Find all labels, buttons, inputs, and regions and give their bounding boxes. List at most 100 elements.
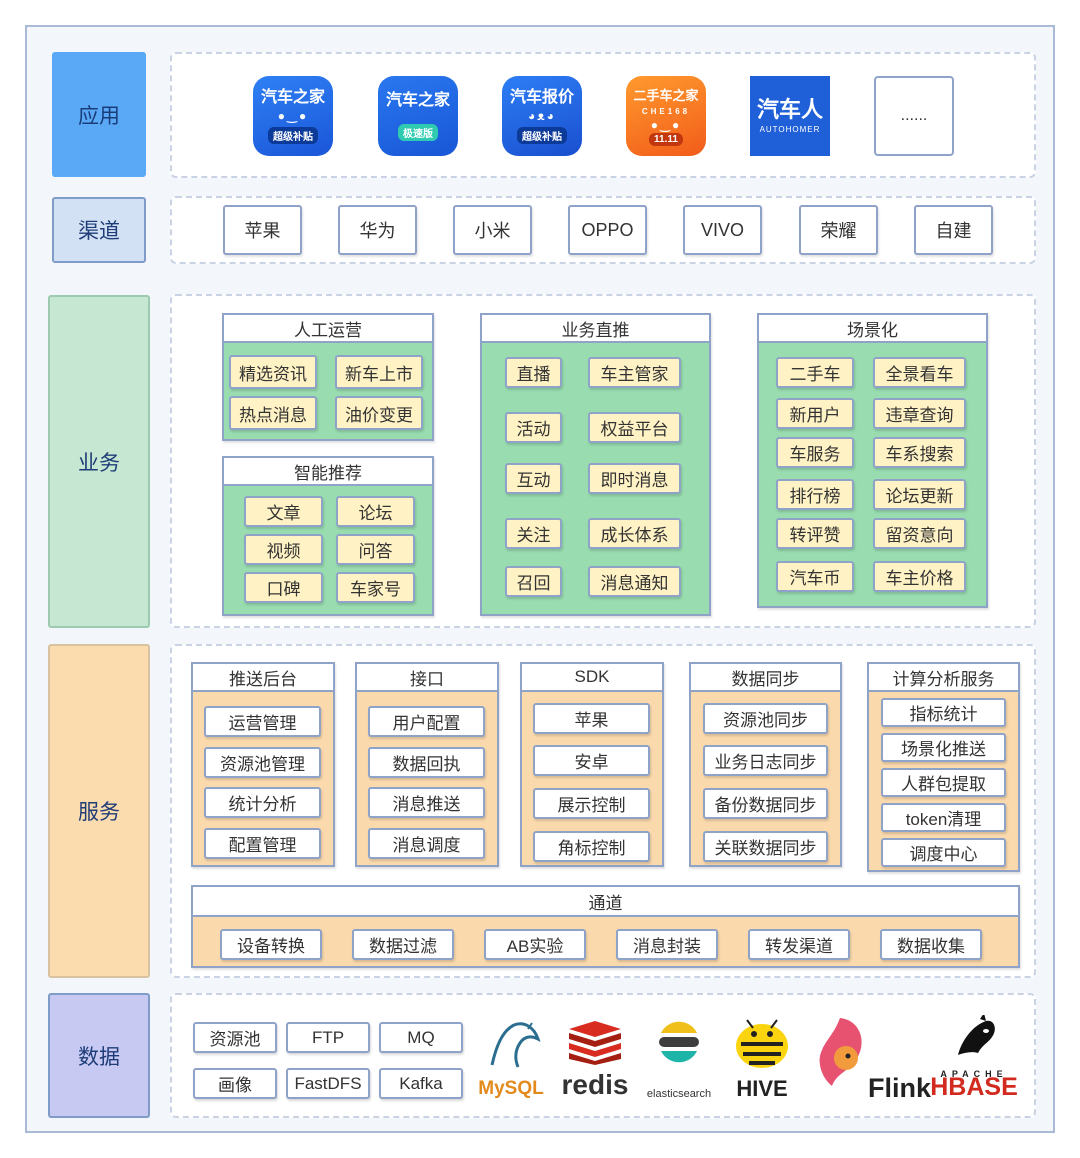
- business-item[interactable]: 新车上市: [335, 355, 423, 389]
- business-item[interactable]: 活动: [505, 412, 562, 443]
- app-badge: 超级补贴: [268, 126, 318, 144]
- service-item[interactable]: 关联数据同步: [703, 831, 828, 862]
- channel-self-built[interactable]: 自建: [914, 205, 993, 255]
- business-item[interactable]: 关注: [505, 518, 562, 549]
- elasticsearch-logo: elasticsearch: [640, 1015, 718, 1100]
- channel-vivo[interactable]: VIVO: [683, 205, 762, 255]
- service-item[interactable]: AB实验: [484, 929, 586, 960]
- data-store[interactable]: 资源池: [193, 1022, 277, 1053]
- channel-xiaomi[interactable]: 小米: [453, 205, 532, 255]
- service-item[interactable]: 场景化推送: [881, 733, 1006, 762]
- hbase-apache-label: APACHE: [940, 1069, 1008, 1079]
- business-item[interactable]: 权益平台: [588, 412, 681, 443]
- service-item[interactable]: 安卓: [533, 745, 650, 776]
- service-item[interactable]: 运营管理: [204, 706, 321, 737]
- car-home-lite-app-icon[interactable]: 汽车之家 极速版: [378, 76, 458, 156]
- data-store[interactable]: FastDFS: [286, 1068, 370, 1099]
- car-home-app-icon[interactable]: 汽车之家 ●‿● 超级补贴: [253, 76, 333, 156]
- service-item[interactable]: 资源池管理: [204, 747, 321, 778]
- service-item[interactable]: token清理: [881, 803, 1006, 832]
- service-item[interactable]: 指标统计: [881, 698, 1006, 727]
- business-item[interactable]: 论坛: [336, 496, 415, 527]
- business-item[interactable]: 全景看车: [873, 357, 966, 388]
- mysql-logo: MySQL: [470, 1015, 552, 1100]
- service-item[interactable]: 统计分析: [204, 787, 321, 818]
- business-item[interactable]: 车系搜索: [873, 437, 966, 468]
- business-item[interactable]: 违章查询: [873, 398, 966, 429]
- data-store[interactable]: Kafka: [379, 1068, 463, 1099]
- more-apps-placeholder: ......: [874, 76, 954, 156]
- business-item[interactable]: 直播: [505, 357, 562, 388]
- business-item[interactable]: 排行榜: [776, 479, 854, 510]
- service-item[interactable]: 设备转换: [220, 929, 322, 960]
- service-item[interactable]: 数据回执: [368, 747, 485, 778]
- service-item[interactable]: 人群包提取: [881, 768, 1006, 797]
- group-title: 场景化: [759, 315, 986, 343]
- flink-logo: Flink: [810, 1012, 931, 1104]
- app-name: 汽车报价: [509, 88, 574, 106]
- service-item[interactable]: 消息封装: [616, 929, 718, 960]
- business-item[interactable]: 汽车币: [776, 561, 854, 592]
- layer-label-business: 业务: [48, 295, 150, 628]
- business-item[interactable]: 论坛更新: [873, 479, 966, 510]
- business-item[interactable]: 召回: [505, 566, 562, 597]
- service-item[interactable]: 消息推送: [368, 787, 485, 818]
- business-item[interactable]: 车服务: [776, 437, 854, 468]
- car-quote-app-icon[interactable]: 汽车报价 ◕ᴥ◕ 超级补贴: [502, 76, 582, 156]
- service-item[interactable]: 消息调度: [368, 828, 485, 859]
- service-item[interactable]: 苹果: [533, 703, 650, 734]
- business-item[interactable]: 新用户: [776, 398, 854, 429]
- orca-icon: [958, 1015, 995, 1055]
- channel-honor[interactable]: 荣耀: [799, 205, 878, 255]
- hive-logo: HIVE: [722, 1012, 802, 1100]
- business-item[interactable]: 成长体系: [588, 518, 681, 549]
- squirrel-icon: [819, 1018, 862, 1086]
- service-item[interactable]: 数据收集: [880, 929, 982, 960]
- business-item[interactable]: 车家号: [336, 572, 415, 603]
- app-name: 汽车人: [756, 97, 823, 122]
- hbase-logo: APACHE HBASE: [928, 1015, 1020, 1100]
- service-item[interactable]: 用户配置: [368, 706, 485, 737]
- layer-label-service: 服务: [48, 644, 150, 978]
- business-item[interactable]: 精选资讯: [229, 355, 317, 389]
- business-item[interactable]: 留资意向: [873, 518, 966, 549]
- group-title: 人工运营: [224, 315, 432, 343]
- app-name: 汽车之家: [260, 88, 325, 106]
- business-item[interactable]: 即时消息: [588, 463, 681, 494]
- service-item[interactable]: 数据过滤: [352, 929, 454, 960]
- dolphin-icon: [490, 1022, 541, 1068]
- used-car-app-icon[interactable]: 二手车之家 CHE168 ●‿● 11.11: [626, 76, 706, 156]
- business-item[interactable]: 车主管家: [588, 357, 681, 388]
- business-item[interactable]: 转评赞: [776, 518, 854, 549]
- business-item[interactable]: 热点消息: [229, 396, 317, 430]
- app-subtitle: AUTOHOMER: [759, 125, 821, 134]
- business-item[interactable]: 文章: [244, 496, 323, 527]
- business-item[interactable]: 视频: [244, 534, 323, 565]
- service-item[interactable]: 资源池同步: [703, 703, 828, 734]
- service-item[interactable]: 调度中心: [881, 838, 1006, 867]
- service-item[interactable]: 角标控制: [533, 831, 650, 862]
- service-item[interactable]: 展示控制: [533, 788, 650, 819]
- business-item[interactable]: 问答: [336, 534, 415, 565]
- channel-apple[interactable]: 苹果: [223, 205, 302, 255]
- business-item[interactable]: 油价变更: [335, 396, 423, 430]
- data-store[interactable]: MQ: [379, 1022, 463, 1053]
- app-name: 二手车之家: [633, 87, 699, 103]
- service-item[interactable]: 业务日志同步: [703, 745, 828, 776]
- channel-oppo[interactable]: OPPO: [568, 205, 647, 255]
- autohomer-app-icon[interactable]: 汽车人 AUTOHOMER: [750, 76, 830, 156]
- group-title: 计算分析服务: [869, 664, 1018, 692]
- data-store[interactable]: FTP: [286, 1022, 370, 1053]
- service-item[interactable]: 转发渠道: [748, 929, 850, 960]
- mascot-icon: ●‿●: [650, 117, 682, 132]
- data-store[interactable]: 画像: [193, 1068, 277, 1099]
- business-item[interactable]: 二手车: [776, 357, 854, 388]
- business-item[interactable]: 消息通知: [588, 566, 681, 597]
- service-item[interactable]: 备份数据同步: [703, 788, 828, 819]
- group-title: 业务直推: [482, 315, 709, 343]
- business-item[interactable]: 口碑: [244, 572, 323, 603]
- business-item[interactable]: 车主价格: [873, 561, 966, 592]
- service-item[interactable]: 配置管理: [204, 828, 321, 859]
- business-item[interactable]: 互动: [505, 463, 562, 494]
- channel-huawei[interactable]: 华为: [338, 205, 417, 255]
